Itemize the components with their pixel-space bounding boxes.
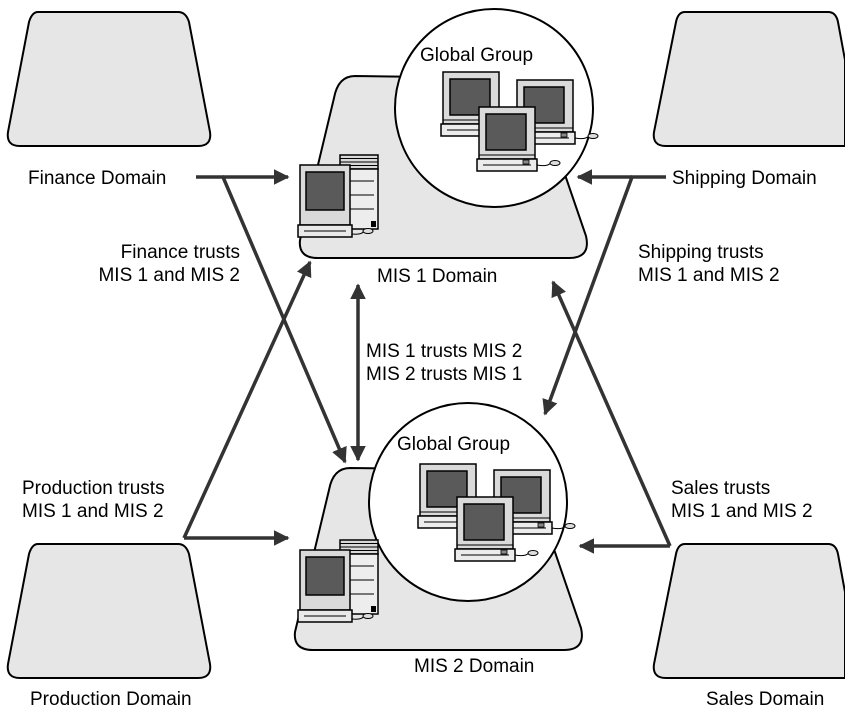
production-trust-line-1: Production trusts bbox=[22, 478, 165, 499]
sales-domain-shape bbox=[652, 543, 845, 679]
trust-arrows bbox=[182, 169, 672, 554]
mis2-domain-label: MIS 2 Domain bbox=[414, 656, 535, 677]
finance-trust-label: Finance trusts MIS 1 and MIS 2 bbox=[60, 241, 240, 287]
sales-trust-line-1: Sales trusts bbox=[671, 478, 771, 499]
production-trust-arrow bbox=[182, 260, 312, 539]
mis2-server-icon bbox=[297, 539, 379, 623]
sales-trust-line-2: MIS 1 and MIS 2 bbox=[671, 501, 813, 522]
sales-domain-label: Sales Domain bbox=[706, 689, 825, 710]
mis1-domain-label: MIS 1 Domain bbox=[377, 266, 498, 287]
sales-trust-arrow bbox=[551, 280, 672, 547]
finance-domain-shape bbox=[6, 11, 212, 147]
finance-trust-line-1: Finance trusts bbox=[120, 242, 240, 263]
shipping-trust-line-1: Shipping trusts bbox=[638, 242, 764, 263]
production-trust-line-2: MIS 1 and MIS 2 bbox=[22, 501, 164, 522]
shipping-domain-label: Shipping Domain bbox=[672, 168, 817, 189]
mis-mutual-trust-label: MIS 1 trusts MIS 2 MIS 2 trusts MIS 1 bbox=[366, 340, 522, 386]
production-domain-label: Production Domain bbox=[30, 689, 192, 710]
mis2-global-group-label: Global Group bbox=[397, 434, 511, 455]
production-domain-shape bbox=[6, 543, 212, 679]
mis-trust-line-1: MIS 1 trusts MIS 2 bbox=[366, 341, 523, 362]
shipping-domain-shape bbox=[652, 11, 845, 147]
mis1-server-icon bbox=[297, 154, 379, 238]
mis-trust-line-2: MIS 2 trusts MIS 1 bbox=[366, 364, 523, 385]
finance-domain-label: Finance Domain bbox=[28, 168, 167, 189]
finance-trust-line-2: MIS 1 and MIS 2 bbox=[98, 265, 240, 286]
production-trust-label: Production trusts MIS 1 and MIS 2 bbox=[22, 477, 165, 523]
mis1-global-group-label: Global Group bbox=[420, 45, 534, 66]
shipping-trust-line-2: MIS 1 and MIS 2 bbox=[638, 265, 780, 286]
shipping-trust-label: Shipping trusts MIS 1 and MIS 2 bbox=[638, 241, 780, 287]
sales-trust-label: Sales trusts MIS 1 and MIS 2 bbox=[671, 477, 813, 523]
